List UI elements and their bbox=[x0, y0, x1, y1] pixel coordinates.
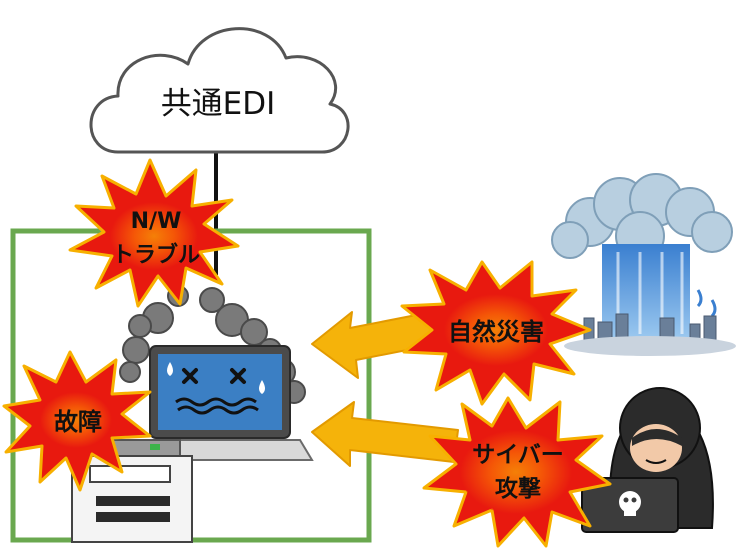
cyber-attack-burst bbox=[422, 396, 612, 548]
network-trouble-line1: N/W bbox=[131, 209, 182, 234]
disaster-label: 自然災害 bbox=[448, 318, 544, 346]
failure-burst bbox=[2, 350, 152, 492]
storm-icon bbox=[551, 173, 736, 356]
printer-icon bbox=[71, 439, 193, 543]
network-trouble-line2: トラブル bbox=[112, 242, 200, 268]
cloud-label: 共通EDI bbox=[161, 86, 276, 122]
cloud-icon bbox=[89, 27, 350, 154]
cyber-attack-line2: 攻撃 bbox=[495, 475, 541, 502]
network-trouble-burst bbox=[68, 158, 240, 308]
failure-label: 故障 bbox=[54, 408, 102, 436]
cyber-attack-line1: サイバー bbox=[472, 442, 564, 468]
hacker-icon bbox=[581, 387, 714, 533]
disaster-burst bbox=[400, 260, 592, 406]
cyber-arrow bbox=[311, 401, 459, 467]
